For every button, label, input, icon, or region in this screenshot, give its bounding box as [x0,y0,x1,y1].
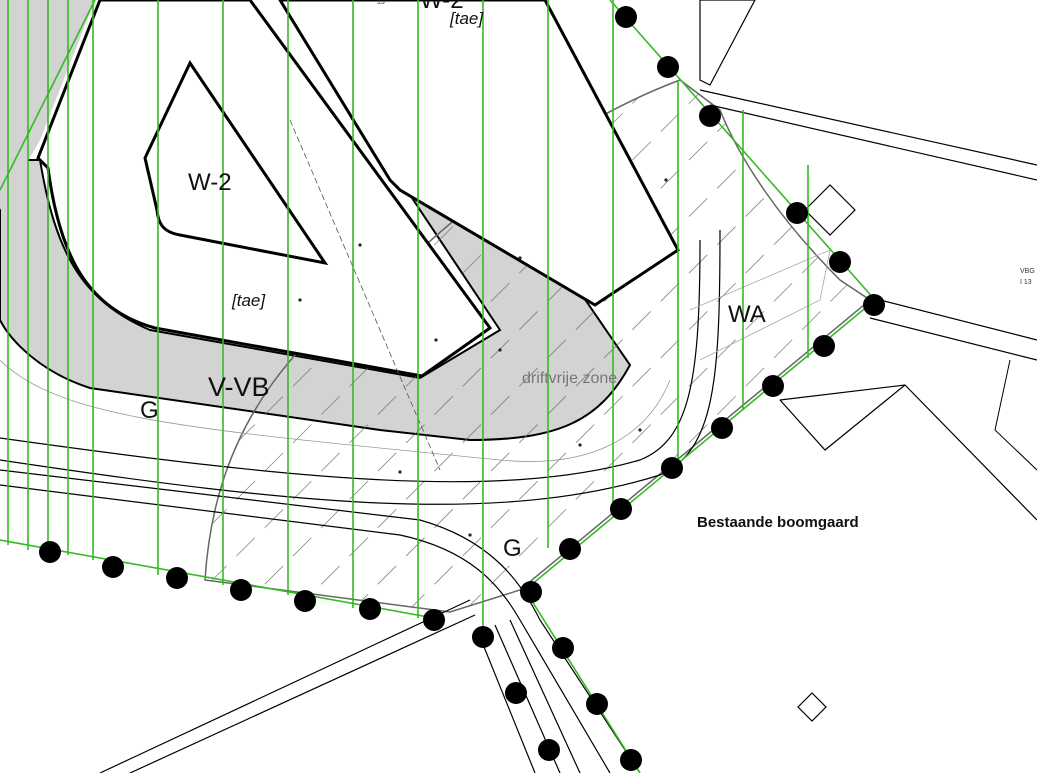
label-w2-main: W-2 [188,169,232,196]
label-bestaande-boomgaard: Bestaande boomgaard [697,514,859,531]
w2-inner-plot [143,59,329,266]
label-edge-code-2: I 13 [1020,279,1032,286]
thin-line-1 [0,359,671,462]
road-edge-6 [99,599,476,773]
label-tae-top: [tae] [449,9,484,28]
label-tae-main: [tae] [231,291,266,310]
neighbour-building [779,384,1037,521]
label-edge-code-1: VBG [1020,268,1035,275]
label-v-vb: V-VB [208,372,270,402]
label-g-bottom: G [503,535,522,562]
dashed-line [289,119,441,471]
label-driftvrije-zone: driftvrije zone [522,370,617,387]
w2-upper-block [278,0,680,307]
point-markers [298,178,668,537]
road-edge-4 [0,484,611,773]
small-square-2 [797,692,827,722]
tree-row [39,6,885,771]
label-w2-top: W-2 [420,0,464,14]
label-g-left: G [140,397,159,424]
road-edge-3 [0,469,641,773]
road-edge-1 [0,239,701,483]
road-edge-7 [699,89,1037,181]
road-edge-9 [699,0,756,86]
road-edge-8 [869,299,1037,361]
right-parcel-lines [994,359,1037,471]
small-square-1 [804,184,856,236]
thin-line-2 [689,249,831,361]
label-wa: WA [728,301,766,328]
label-top-tiny: 13 [377,0,385,6]
road-edge-2 [0,229,721,505]
